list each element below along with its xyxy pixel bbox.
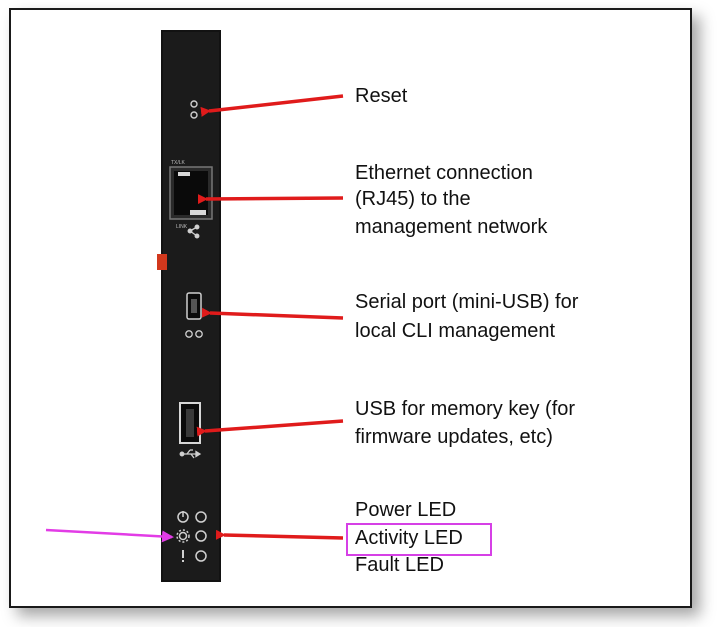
fault-led — [195, 550, 207, 562]
usb-icon — [179, 449, 202, 459]
power-led-label: Power LED — [355, 499, 457, 521]
ethernet-port[interactable]: TX/LK LINK — [169, 160, 213, 230]
usb-label-line-2: firmware updates, etc) — [355, 426, 553, 448]
usb-label-line-1: USB for memory key (for — [355, 398, 576, 420]
release-tab — [157, 254, 167, 270]
ethernet-label-line-1: Ethernet connection — [355, 162, 533, 184]
diagram-frame — [9, 8, 692, 608]
ethernet-label-line-3: management network — [355, 216, 548, 238]
ethernet-label-line-2: (RJ45) to the — [355, 188, 471, 210]
activity-led — [195, 530, 207, 542]
ethernet-arrow — [197, 194, 344, 205]
reset-arrow — [200, 94, 344, 117]
usb-arrow — [196, 419, 344, 437]
power-icon — [177, 511, 189, 523]
serial-port-icon — [185, 330, 203, 338]
svg-text:TX/LK: TX/LK — [171, 160, 186, 166]
activity-led-label: Activity LED — [355, 527, 463, 549]
fault-led-label: Fault LED — [355, 554, 444, 576]
serial-label-line-1: Serial port (mini-USB) for — [355, 291, 579, 313]
power-led — [195, 511, 207, 523]
serial-label-line-2: local CLI management — [355, 320, 556, 342]
svg-text:LINK: LINK — [176, 224, 188, 230]
reset-pinhole-icon[interactable] — [190, 100, 198, 119]
led-panel — [176, 511, 207, 562]
serial-arrow — [201, 307, 344, 320]
activity-icon — [176, 529, 190, 543]
usb-port[interactable] — [179, 402, 201, 444]
network-icon — [187, 224, 200, 239]
highlight-arrow — [45, 528, 174, 543]
serial-mini-usb-port[interactable] — [186, 292, 202, 320]
reset-label: Reset — [355, 85, 408, 107]
activity-led-arrow — [215, 529, 344, 540]
activity-led-highlight-box — [346, 523, 492, 556]
